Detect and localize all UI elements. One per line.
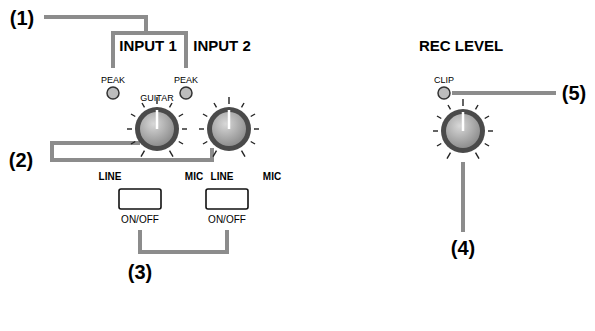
- scale-tick: [251, 114, 255, 117]
- buttons: [119, 189, 248, 209]
- scale-tick: [476, 105, 479, 109]
- scale-tick: [251, 142, 255, 145]
- scale-tick: [437, 144, 441, 147]
- knob-label: LINE: [99, 172, 122, 182]
- scale-tick: [179, 114, 183, 117]
- scale-tick: [476, 153, 480, 159]
- input-label: INPUT 2: [193, 38, 251, 53]
- scale-tick: [214, 103, 217, 107]
- scale-tick: [254, 128, 259, 129]
- knob-label: MIC: [263, 172, 281, 182]
- callout-number: (3): [128, 262, 152, 282]
- knob-label: GUITAR: [140, 94, 173, 103]
- input-label: INPUT 1: [119, 38, 177, 53]
- callout-number: (2): [9, 150, 33, 170]
- scale-tick: [182, 128, 187, 129]
- scale-tick: [142, 103, 145, 107]
- scale-tick: [179, 142, 183, 145]
- callout-number: (1): [10, 8, 34, 28]
- knobs: [135, 107, 485, 153]
- scale-tick: [131, 114, 135, 117]
- knob-scale: [127, 97, 493, 159]
- scale-tick: [127, 128, 132, 129]
- callout-brackets: [44, 17, 556, 252]
- callout-number: (5): [562, 83, 586, 103]
- scale-tick: [437, 116, 441, 119]
- scale-tick: [199, 128, 204, 129]
- button-label: ON/OFF: [121, 215, 159, 225]
- scale-tick: [170, 151, 174, 157]
- button-label: ON/OFF: [208, 215, 246, 225]
- knob-label: LINE: [211, 172, 234, 182]
- scale-tick: [485, 144, 489, 147]
- scale-tick: [213, 151, 217, 157]
- scale-tick: [488, 130, 493, 131]
- section-label: REC LEVEL: [419, 38, 503, 53]
- scale-tick: [462, 99, 463, 106]
- scale-tick: [242, 151, 246, 157]
- led-label: PEAK: [174, 76, 198, 85]
- scale-tick: [485, 116, 489, 119]
- led-label: CLIP: [434, 76, 454, 85]
- knob-label: MIC: [185, 172, 203, 182]
- scale-tick: [447, 153, 451, 159]
- scale-tick: [433, 130, 438, 131]
- scale-tick: [141, 151, 145, 157]
- led-label: PEAK: [101, 76, 125, 85]
- scale-tick: [203, 114, 207, 117]
- scale-tick: [448, 105, 451, 109]
- scale-tick: [131, 142, 135, 145]
- scale-tick: [203, 142, 207, 145]
- callout-number: (4): [451, 238, 475, 258]
- scale-tick: [228, 97, 229, 104]
- scale-tick: [242, 103, 245, 107]
- scale-tick: [170, 103, 173, 107]
